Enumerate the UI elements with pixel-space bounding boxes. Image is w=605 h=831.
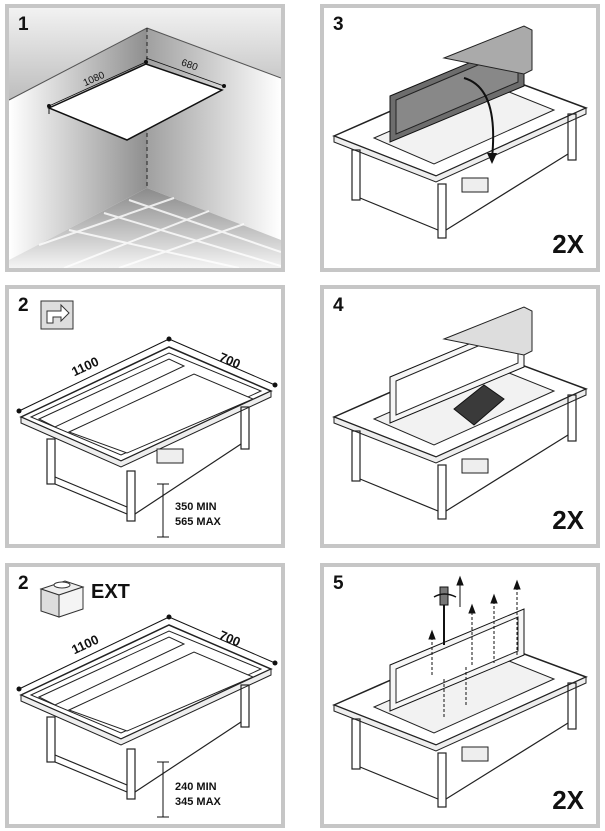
hood-frame-illustration: [16, 300, 278, 538]
step-number: 1: [18, 14, 29, 35]
min-height-label: 240 MIN: [175, 781, 217, 793]
extraction-icon: [39, 580, 85, 618]
step-number: 5: [333, 573, 344, 594]
filter-removal-illustration: [332, 306, 588, 520]
repeat-count-label: 2X: [552, 505, 584, 535]
max-height-label: 345 MAX: [175, 796, 221, 808]
step-number: 4: [333, 295, 344, 316]
step-4-panel: 4 2X: [320, 285, 600, 548]
step-1-panel: 1 1080 680: [5, 4, 285, 272]
step-2-extraction-panel: 2 EXT 1100 700 240 MIN 345 MAX: [5, 563, 285, 828]
max-height-label: 565 MAX: [175, 516, 221, 528]
step-3-panel: 3 2X: [320, 4, 600, 272]
min-height-label: 350 MIN: [175, 501, 217, 513]
step-number: 2: [18, 295, 29, 316]
hood-frame-illustration: [16, 580, 278, 818]
panel-open-illustration: [332, 25, 588, 239]
recirculation-icon: [40, 300, 74, 330]
repeat-count-label: 2X: [552, 229, 584, 259]
step-2-recirculation-panel: 2 1100 700 350 MIN 565 MAX: [5, 285, 285, 548]
step-5-panel: 5 2X: [320, 563, 600, 828]
mode-label: EXT: [91, 581, 130, 603]
repeat-count-label: 2X: [552, 785, 584, 815]
step-number: 3: [333, 14, 344, 35]
step-number: 2: [18, 573, 29, 594]
ceiling-cutout-illustration: [9, 8, 281, 268]
screw-removal-illustration: [332, 575, 588, 808]
screwdriver-icon: [433, 586, 457, 645]
